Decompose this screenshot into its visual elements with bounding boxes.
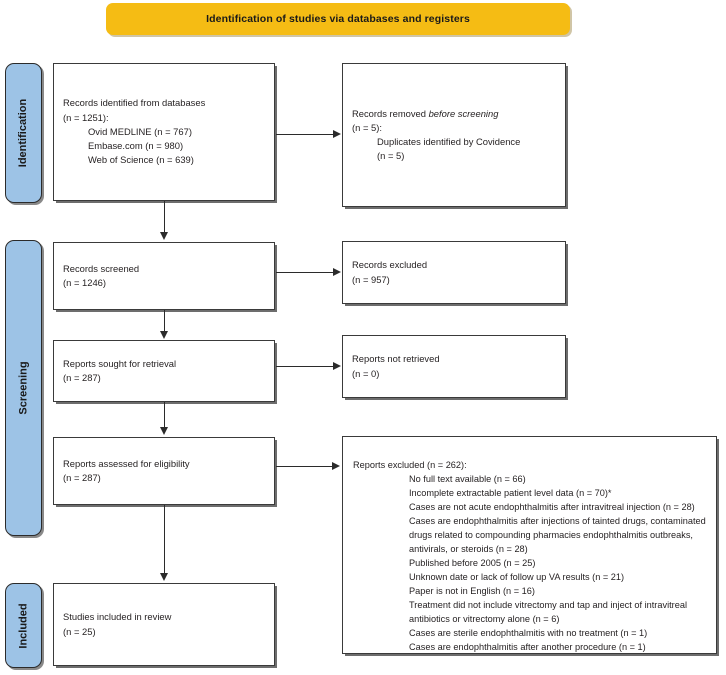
- reports-excluded-reason-8: Treatment did not include vitrectomy and…: [409, 600, 687, 624]
- reports-excluded-reason-9: Cases are sterile endophthalmitis with n…: [409, 628, 648, 638]
- stage-label-included-text: Included: [17, 602, 30, 649]
- records-removed-line1-italic: before screening: [428, 107, 499, 119]
- reports-excluded-reason-2: Incomplete extractable patient level dat…: [409, 488, 612, 498]
- arrow-screened-to-sought-line: [164, 310, 165, 332]
- reports-excluded-reason-6: Unknown date or lack of follow up VA res…: [409, 572, 625, 582]
- records-identified-source-embase: Embase.com (n = 980): [88, 140, 184, 152]
- box-records-removed-body: Records removed before screening (n = 5)…: [343, 107, 565, 164]
- records-removed-line1-plain: Records removed: [352, 107, 429, 119]
- records-identified-line2: (n = 1251):: [63, 111, 109, 123]
- box-records-screened: Records screened (n = 1246): [53, 242, 275, 310]
- banner-title: Identification of studies via databases …: [206, 13, 470, 25]
- box-records-identified: Records identified from databases (n = 1…: [53, 63, 275, 201]
- reports-excluded-reason-5: Published before 2005 (n = 25): [409, 558, 536, 568]
- arrow-screened-to-sought-head: [160, 331, 168, 339]
- records-excluded-line2: (n = 957): [352, 273, 390, 285]
- reports-assessed-line1: Reports assessed for eligibility: [63, 457, 190, 469]
- arrow-identified-to-removed-line: [276, 134, 334, 135]
- reports-not-retrieved-line2: (n = 0): [352, 367, 380, 379]
- stage-label-identification: Identification: [5, 63, 42, 203]
- records-identified-source-ovid: Ovid MEDLINE (n = 767): [88, 125, 192, 137]
- records-identified-line1: Records identified from databases: [63, 97, 206, 109]
- arrow-identified-to-removed-head: [333, 130, 341, 138]
- arrow-screened-to-excluded-line: [276, 272, 334, 273]
- records-removed-line1: Records removed before screening: [352, 107, 556, 121]
- records-screened-line2: (n = 1246): [63, 277, 106, 288]
- reports-excluded-heading: Reports excluded (n = 262):: [353, 460, 467, 470]
- box-studies-included-body: Studies included in review (n = 25): [54, 610, 274, 638]
- arrow-assessed-to-excluded-head: [332, 462, 340, 470]
- arrow-sought-to-not-retrieved-head: [333, 362, 341, 370]
- reports-excluded-reason-4: Cases are endophthalmitis after injectio…: [409, 516, 706, 554]
- records-excluded-line1: Records excluded: [352, 259, 428, 271]
- records-removed-line2: (n = 5):: [352, 121, 382, 133]
- records-removed-detail1: Duplicates identified by Covidence: [377, 136, 521, 147]
- diagram-banner: Identification of studies via databases …: [106, 3, 570, 35]
- box-reports-excluded-body: Reports excluded (n = 262): No full text…: [343, 458, 716, 654]
- records-removed-detail2: (n = 5): [377, 150, 405, 162]
- stage-label-identification-text: Identification: [17, 98, 30, 168]
- reports-excluded-reason-7: Paper is not in English (n = 16): [409, 586, 535, 596]
- box-reports-excluded: Reports excluded (n = 262): No full text…: [342, 436, 717, 654]
- box-records-excluded: Records excluded (n = 957): [342, 241, 566, 304]
- stage-label-screening: Screening: [5, 240, 42, 536]
- box-records-screened-body: Records screened (n = 1246): [54, 262, 274, 290]
- studies-included-line2: (n = 25): [63, 625, 96, 637]
- box-reports-assessed-for-eligibility: Reports assessed for eligibility (n = 28…: [53, 437, 275, 505]
- arrow-assessed-to-included-line: [164, 505, 165, 574]
- box-records-excluded-body: Records excluded (n = 957): [343, 258, 565, 286]
- stage-label-included: Included: [5, 583, 42, 668]
- arrow-assessed-to-included-head: [160, 573, 168, 581]
- arrow-sought-to-not-retrieved-line: [276, 366, 334, 367]
- box-reports-sought-body: Reports sought for retrieval (n = 287): [54, 357, 274, 385]
- arrow-identified-to-screened-head: [160, 232, 168, 240]
- studies-included-line1: Studies included in review: [63, 611, 172, 623]
- reports-excluded-reason-3: Cases are not acute endophthalmitis afte…: [409, 502, 695, 512]
- stage-label-screening-text: Screening: [17, 361, 30, 415]
- arrow-screened-to-excluded-head: [333, 268, 341, 276]
- box-records-identified-body: Records identified from databases (n = 1…: [54, 96, 274, 167]
- reports-sought-line1: Reports sought for retrieval: [63, 357, 177, 369]
- box-reports-not-retrieved-body: Reports not retrieved (n = 0): [343, 352, 565, 380]
- reports-excluded-reason-1: No full text available (n = 66): [409, 474, 526, 484]
- records-identified-source-wos: Web of Science (n = 639): [88, 154, 194, 166]
- box-studies-included-in-review: Studies included in review (n = 25): [53, 583, 275, 666]
- arrow-sought-to-assessed-head: [160, 427, 168, 435]
- reports-not-retrieved-line1: Reports not retrieved: [352, 353, 440, 365]
- records-screened-line1: Records screened: [63, 262, 140, 274]
- arrow-sought-to-assessed-line: [164, 402, 165, 428]
- reports-excluded-reason-10: Cases are endophthalmitis after another …: [409, 642, 646, 652]
- box-reports-assessed-body: Reports assessed for eligibility (n = 28…: [54, 457, 274, 485]
- box-reports-not-retrieved: Reports not retrieved (n = 0): [342, 335, 566, 398]
- reports-assessed-line2: (n = 287): [63, 472, 101, 483]
- box-records-removed: Records removed before screening (n = 5)…: [342, 63, 566, 207]
- arrow-assessed-to-excluded-line: [276, 466, 333, 467]
- box-reports-sought-for-retrieval: Reports sought for retrieval (n = 287): [53, 340, 275, 402]
- reports-sought-line2: (n = 287): [63, 372, 101, 383]
- arrow-identified-to-screened-line: [164, 201, 165, 233]
